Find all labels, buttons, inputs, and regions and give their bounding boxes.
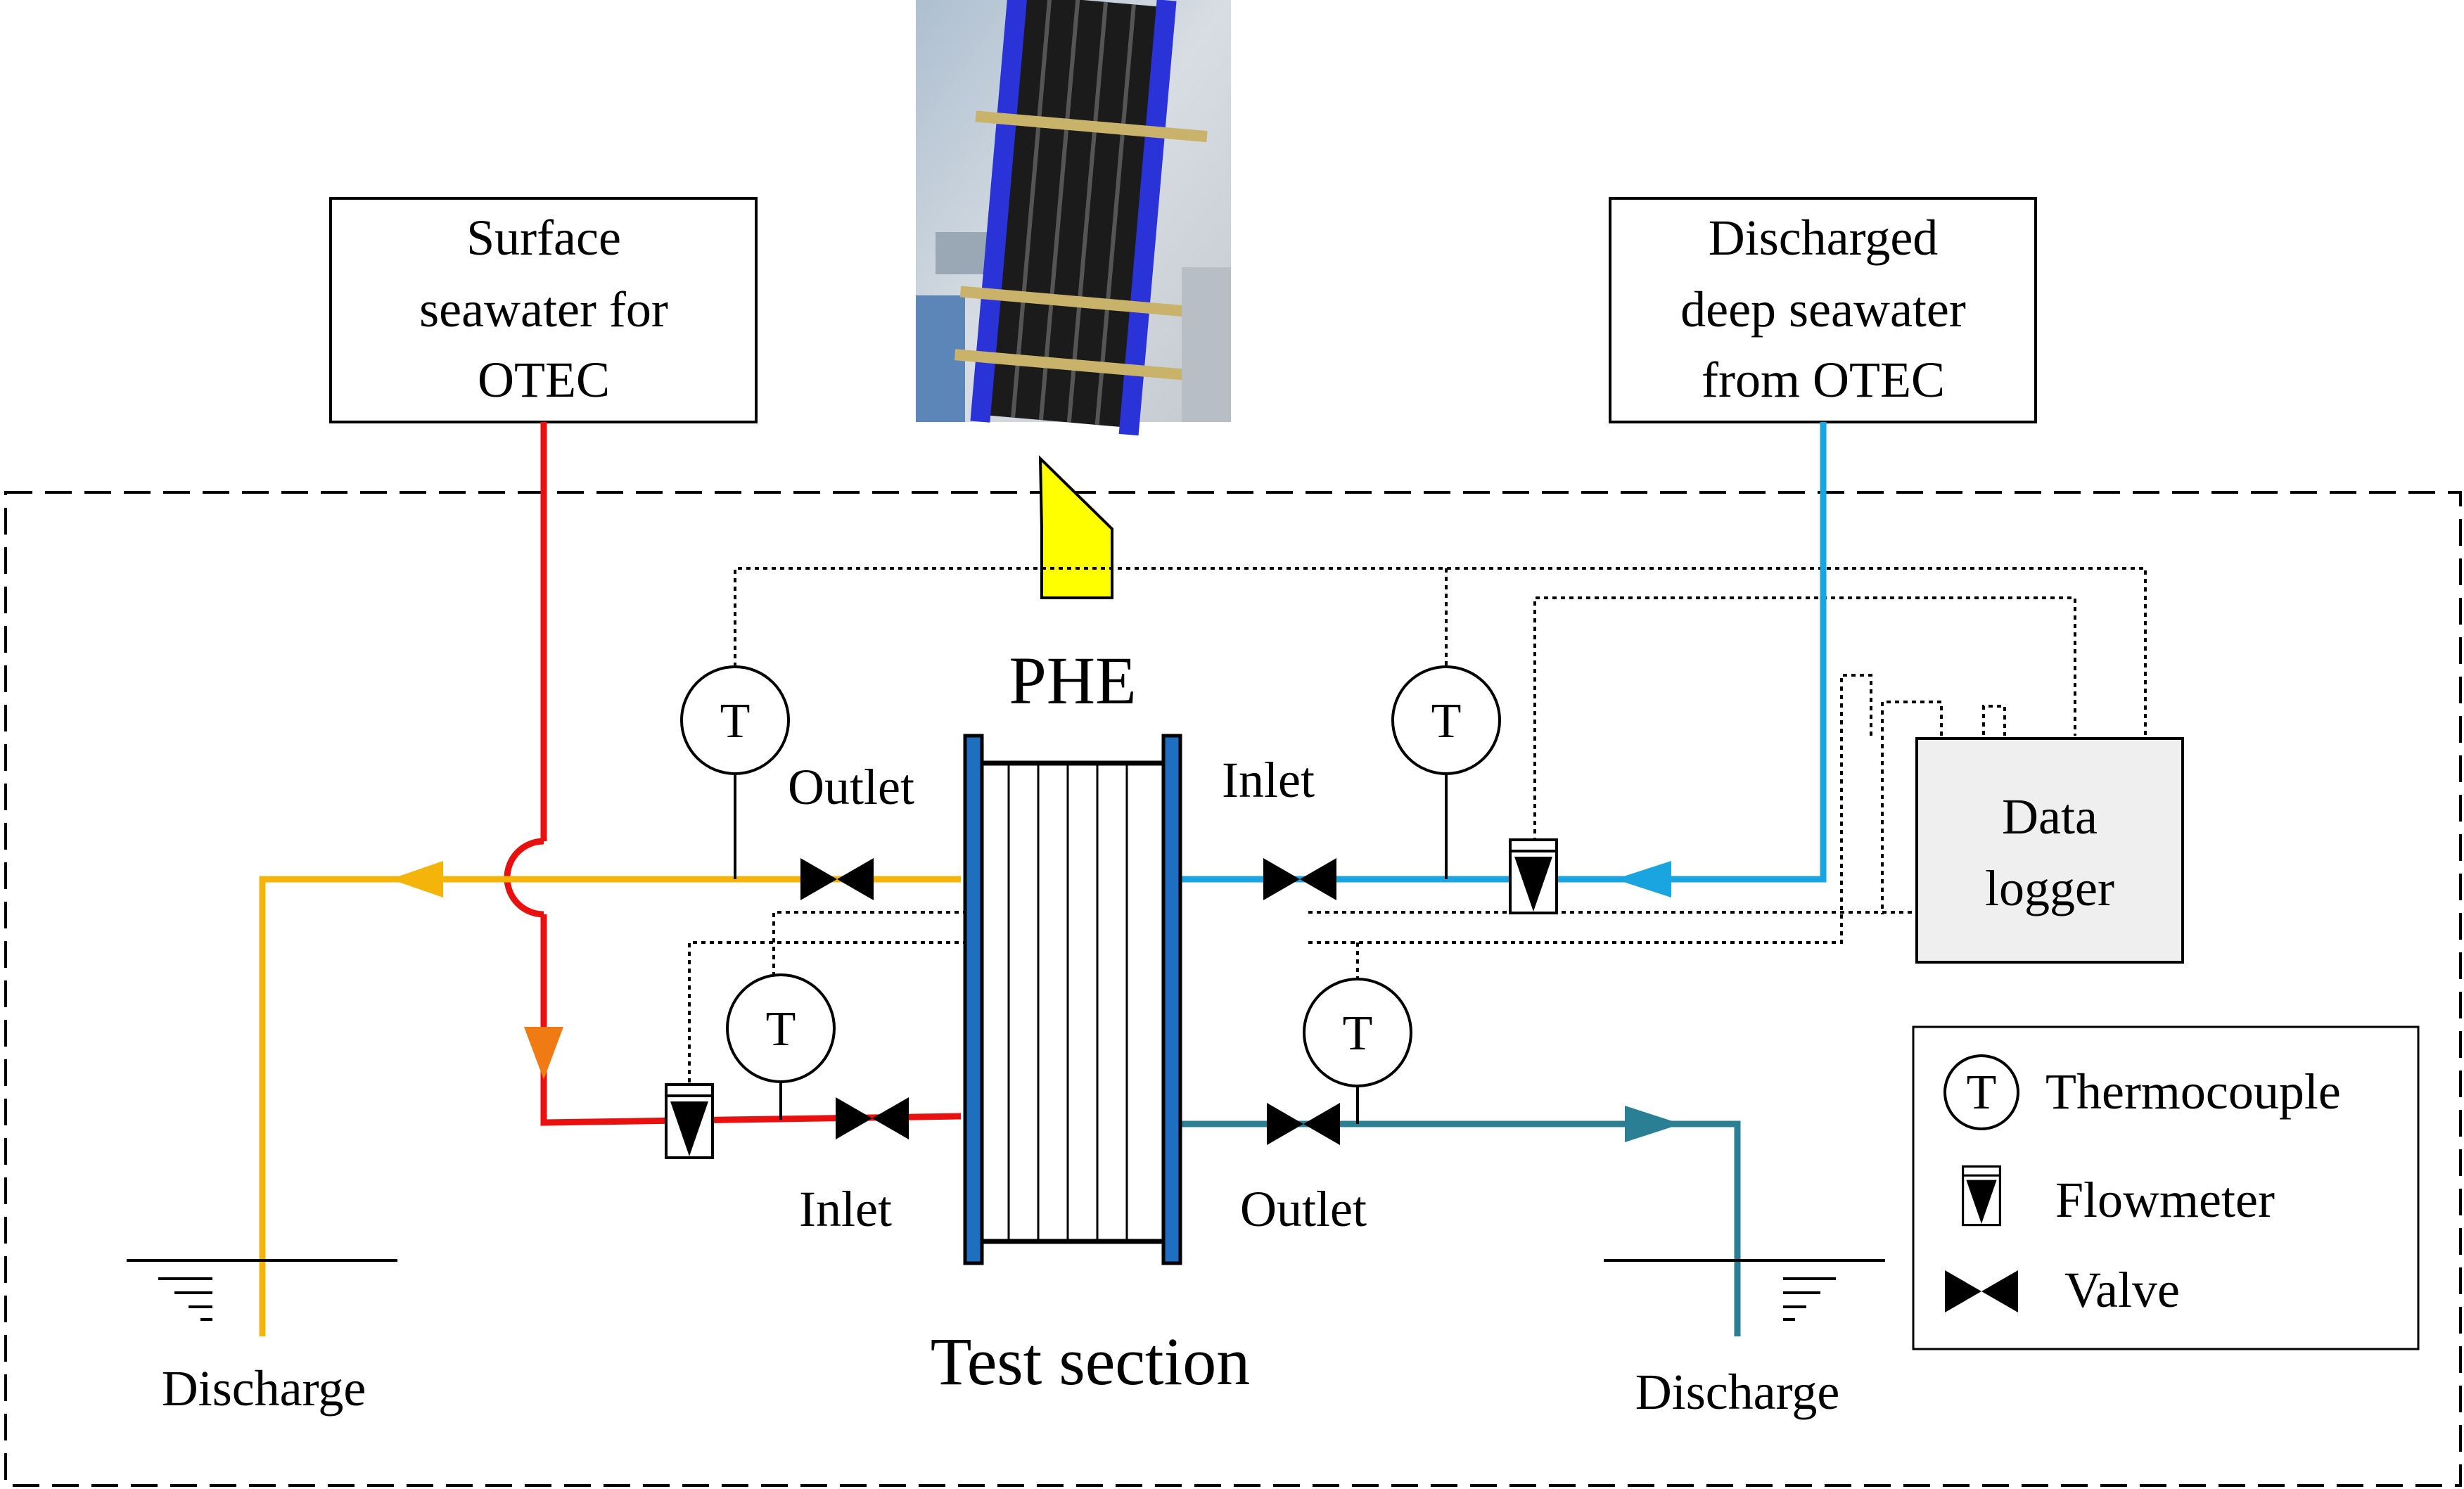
test-section-label: Test section xyxy=(931,1324,1251,1399)
phe-heat-exchanger xyxy=(963,734,1182,1265)
flowmeter-icon-warm xyxy=(665,1083,714,1159)
deep-box-line-1: Discharged xyxy=(1709,210,1939,266)
thermocouple-label: T xyxy=(1343,1006,1373,1061)
cold-inlet-arrow xyxy=(1615,861,1671,897)
surface-box-line-3: OTEC xyxy=(478,352,610,408)
thermocouple-icon-warm-inlet: T xyxy=(726,973,836,1120)
phe-photo-icon xyxy=(916,0,1231,436)
cold-inlet-pipe xyxy=(1175,422,1827,883)
thermocouple-icon: T xyxy=(1943,1054,2019,1130)
deep-seawater-box: Discharged deep seawater from OTEC xyxy=(1609,197,2037,423)
discharge-label-right: Discharge xyxy=(1635,1364,1840,1420)
thermocouple-icon-cold-inlet: T xyxy=(1391,665,1501,879)
thermocouple-icon-cold-outlet: T xyxy=(1303,978,1412,1124)
ground-symbol-icon-right xyxy=(1604,1259,1885,1321)
data-logger-line-1: Data xyxy=(2002,788,2098,845)
legend-thermocouple-symbol: T xyxy=(1967,1066,1997,1120)
inlet-label-left: Inlet xyxy=(799,1181,892,1237)
warm-outlet-arrow xyxy=(390,861,443,897)
valve-icon-cold-inlet xyxy=(1263,858,1336,900)
phe-label: PHE xyxy=(1009,643,1136,718)
legend-thermocouple-label: Thermocouple xyxy=(2045,1063,2341,1120)
thermocouple-label: T xyxy=(766,1002,796,1056)
flowmeter-icon-cold xyxy=(1509,838,1558,914)
valve-icon-warm-inlet xyxy=(836,1097,909,1139)
outlet-label-left: Outlet xyxy=(788,759,914,815)
data-logger-box: Data logger xyxy=(1915,737,2184,964)
legend-valve-label: Valve xyxy=(2064,1262,2180,1318)
deep-box-line-3: from OTEC xyxy=(1702,352,1945,408)
thermocouple-label: T xyxy=(1431,694,1462,748)
flowmeter-icon xyxy=(1962,1165,2001,1227)
cold-outlet-arrow xyxy=(1625,1106,1681,1142)
valve-icon-cold-outlet xyxy=(1267,1103,1340,1145)
ground-symbol-icon-left xyxy=(127,1259,397,1321)
legend: T Thermocouple Flowmeter Valve xyxy=(1912,1025,2420,1350)
valve-icon-warm-outlet xyxy=(800,858,874,900)
surface-seawater-box: Surface seawater for OTEC xyxy=(329,197,758,423)
system-boundary xyxy=(4,491,2462,1487)
thermocouple-icon-warm-outlet: T xyxy=(680,665,790,879)
legend-flowmeter-label: Flowmeter xyxy=(2055,1172,2275,1228)
outlet-label-right: Outlet xyxy=(1240,1181,1367,1237)
thermocouple-label: T xyxy=(720,694,751,748)
cold-outlet-pipe xyxy=(1175,1120,1741,1336)
discharge-label-left: Discharge xyxy=(162,1360,366,1417)
warm-outlet-pipe xyxy=(259,876,961,1336)
warm-inlet-arrow xyxy=(524,1027,563,1080)
deep-box-line-2: deep seawater xyxy=(1680,281,1966,338)
surface-box-line-1: Surface xyxy=(466,210,621,266)
photo-pointer-arrow xyxy=(1038,455,1113,599)
surface-box-line-2: seawater for xyxy=(419,281,668,338)
signal-wires xyxy=(688,567,2147,1089)
inlet-label-right: Inlet xyxy=(1222,752,1315,808)
data-logger-line-2: logger xyxy=(1985,860,2114,916)
